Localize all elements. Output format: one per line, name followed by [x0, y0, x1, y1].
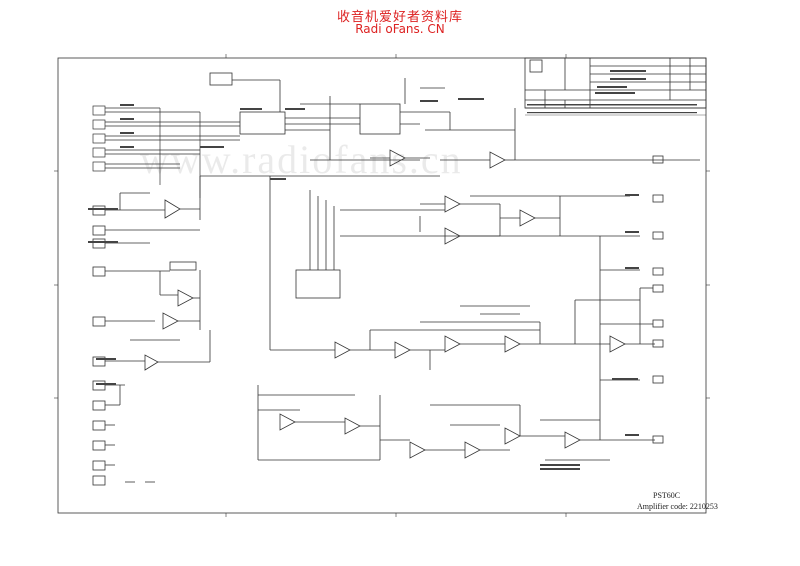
site-url: Radi oFans. CN — [355, 22, 445, 36]
model-label: PST60C — [653, 491, 681, 500]
amplifier-code-label: Amplifier code: 2210253 — [637, 502, 718, 511]
site-title: 收音机爱好者资料库 — [336, 10, 463, 25]
